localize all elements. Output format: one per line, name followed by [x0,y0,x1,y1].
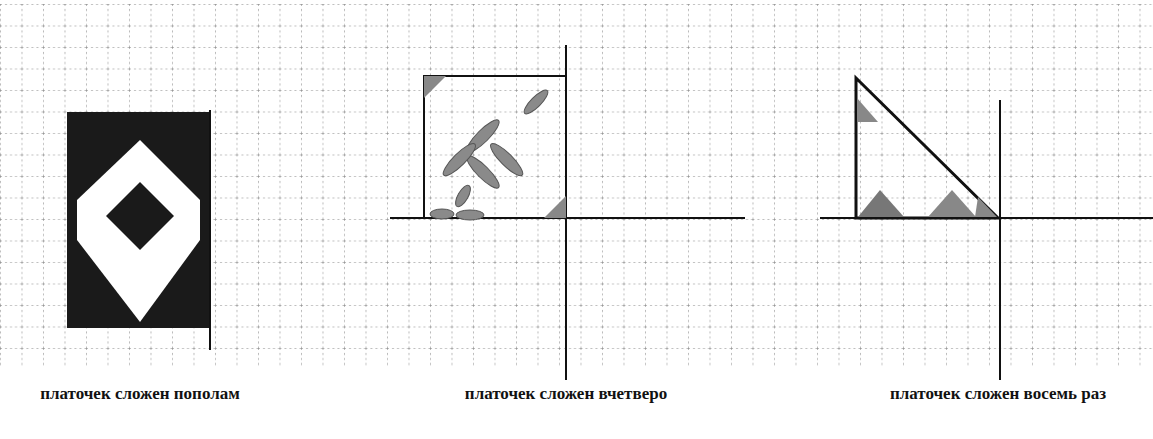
folded-in-four [390,45,745,380]
caption: платочек сложен пополам [30,384,250,404]
folded-eight-times [820,78,1153,380]
caption: платочек сложен вчетверо [456,384,676,404]
folded-in-half [67,110,210,350]
caption: платочек сложен восемь раз [888,384,1108,404]
